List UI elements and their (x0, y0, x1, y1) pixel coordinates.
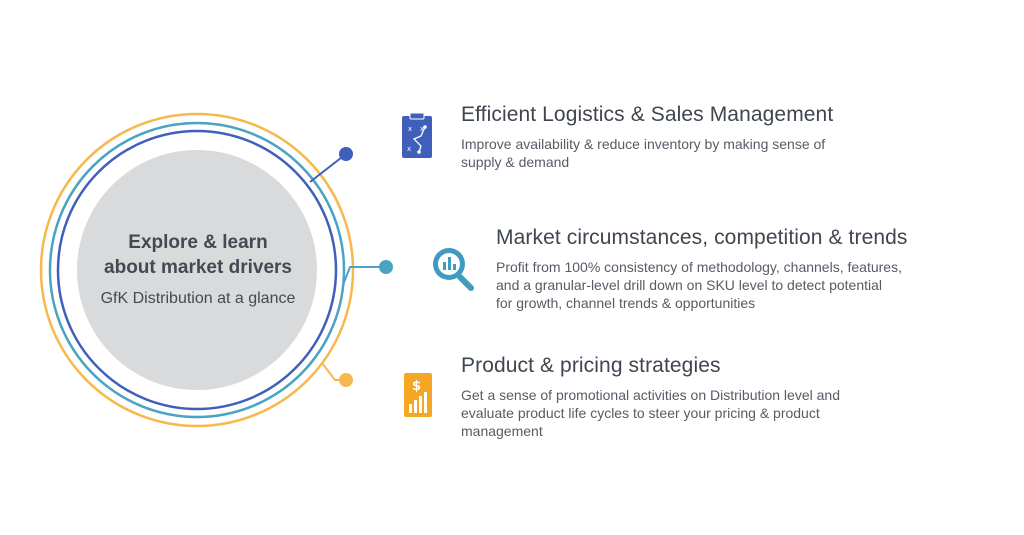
description-line: supply & demand (461, 154, 570, 170)
center-title-line1: Explore & learn (128, 232, 268, 253)
center-title: Explore & learn about market drivers (80, 230, 316, 280)
connector-market (342, 266, 386, 286)
center-disc (77, 150, 317, 390)
magnifier-chart-icon (433, 248, 474, 291)
svg-text:x: x (407, 145, 411, 153)
description-line: evaluate product life cycles to steer yo… (461, 405, 820, 421)
item-pricing-description: Get a sense of promotional activities on… (461, 386, 881, 440)
item-pricing-title: Product & pricing strategies (461, 354, 721, 377)
outer-ring-orange (39, 112, 355, 428)
inner-ring-blue (56, 129, 338, 411)
description-line: Get a sense of promotional activities on… (461, 387, 840, 403)
item-market-description: Profit from 100% consistency of methodol… (496, 258, 946, 312)
item-logistics: Efficient Logistics & Sales Management I… (461, 103, 871, 171)
middle-ring-teal (48, 121, 346, 419)
connector-dot-market (379, 260, 393, 274)
description-line: management (461, 423, 543, 439)
connector-logistics (309, 153, 347, 183)
connector-dot-logistics (339, 147, 353, 161)
description-line: Improve availability & reduce inventory … (461, 136, 826, 152)
svg-text:x: x (408, 125, 412, 133)
description-line: and a granular-level drill down on SKU l… (496, 277, 883, 293)
connector-dot-pricing (339, 373, 353, 387)
svg-text:x: x (420, 125, 424, 133)
item-market: Market circumstances, competition & tren… (496, 226, 946, 312)
center-title-line2: about market drivers (104, 257, 292, 278)
dollar-chart-icon: $ (404, 373, 432, 417)
item-pricing: Product & pricing strategies Get a sense… (461, 354, 881, 440)
clipboard-strategy-icon: x x x (402, 112, 432, 158)
item-market-title: Market circumstances, competition & tren… (496, 226, 908, 249)
item-logistics-title: Efficient Logistics & Sales Management (461, 103, 834, 126)
center-subtitle: GfK Distribution at a glance (100, 290, 296, 307)
description-line: for growth, channel trends & opportuniti… (496, 295, 756, 311)
svg-text:$: $ (412, 379, 421, 394)
item-logistics-description: Improve availability & reduce inventory … (461, 135, 871, 171)
description-line: Profit from 100% consistency of methodol… (496, 259, 902, 275)
